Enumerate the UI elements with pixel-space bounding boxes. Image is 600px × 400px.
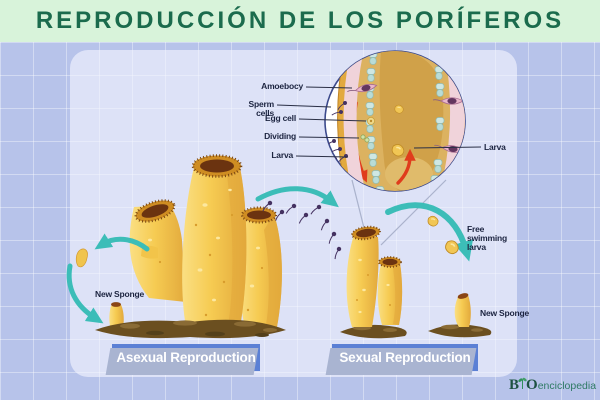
label-new-sponge-sexual: New Sponge [480,308,530,318]
asexual-growth-arrow [66,263,104,324]
label-dividing: Dividing [264,131,296,141]
inset-label-lines [276,86,482,158]
sexual-reproduction-label: Sexual Reproduction [339,350,471,365]
label-larva-right: Larva [484,142,506,152]
seafloor-substrate [95,319,492,339]
page-title: REPRODUCCIÓN DE LOS PORÍFEROS [35,7,565,34]
sexual-new-sponge [454,293,471,327]
sprout-icon [518,377,527,389]
detached-bud [75,248,88,268]
asexual-reproduction-label: Asexual Reproduction [116,350,256,365]
bioenciclopedia-logo: B O enciclopedia [509,377,596,396]
sexual-parent-sponge [346,225,403,327]
title-banner: REPRODUCCIÓN DE LOS PORÍFEROS [0,0,600,42]
asexual-bud-arrow [94,233,150,252]
sperm-release-arrow [255,186,339,208]
larva-release-arrow [385,202,473,262]
inset-cross-section [276,50,482,192]
asexual-reproduction-button: Asexual Reproduction [112,344,260,371]
label-new-sponge-asexual: New Sponge [95,289,145,299]
logo-o: O [526,377,538,393]
logo-b: B [509,377,520,393]
label-free-swimming-larva: Free swimming larva [467,224,507,252]
asexual-parent-sponge [129,154,282,327]
label-sperm-cells: Sperm cells [248,99,275,118]
label-egg-cell: Egg cell [265,113,296,123]
label-amoebocyte: Amoebocy [261,81,303,91]
logo-word: enciclopedia [537,380,597,392]
sexual-reproduction-button: Sexual Reproduction [332,344,478,371]
label-larva-left: Larva [271,150,293,160]
